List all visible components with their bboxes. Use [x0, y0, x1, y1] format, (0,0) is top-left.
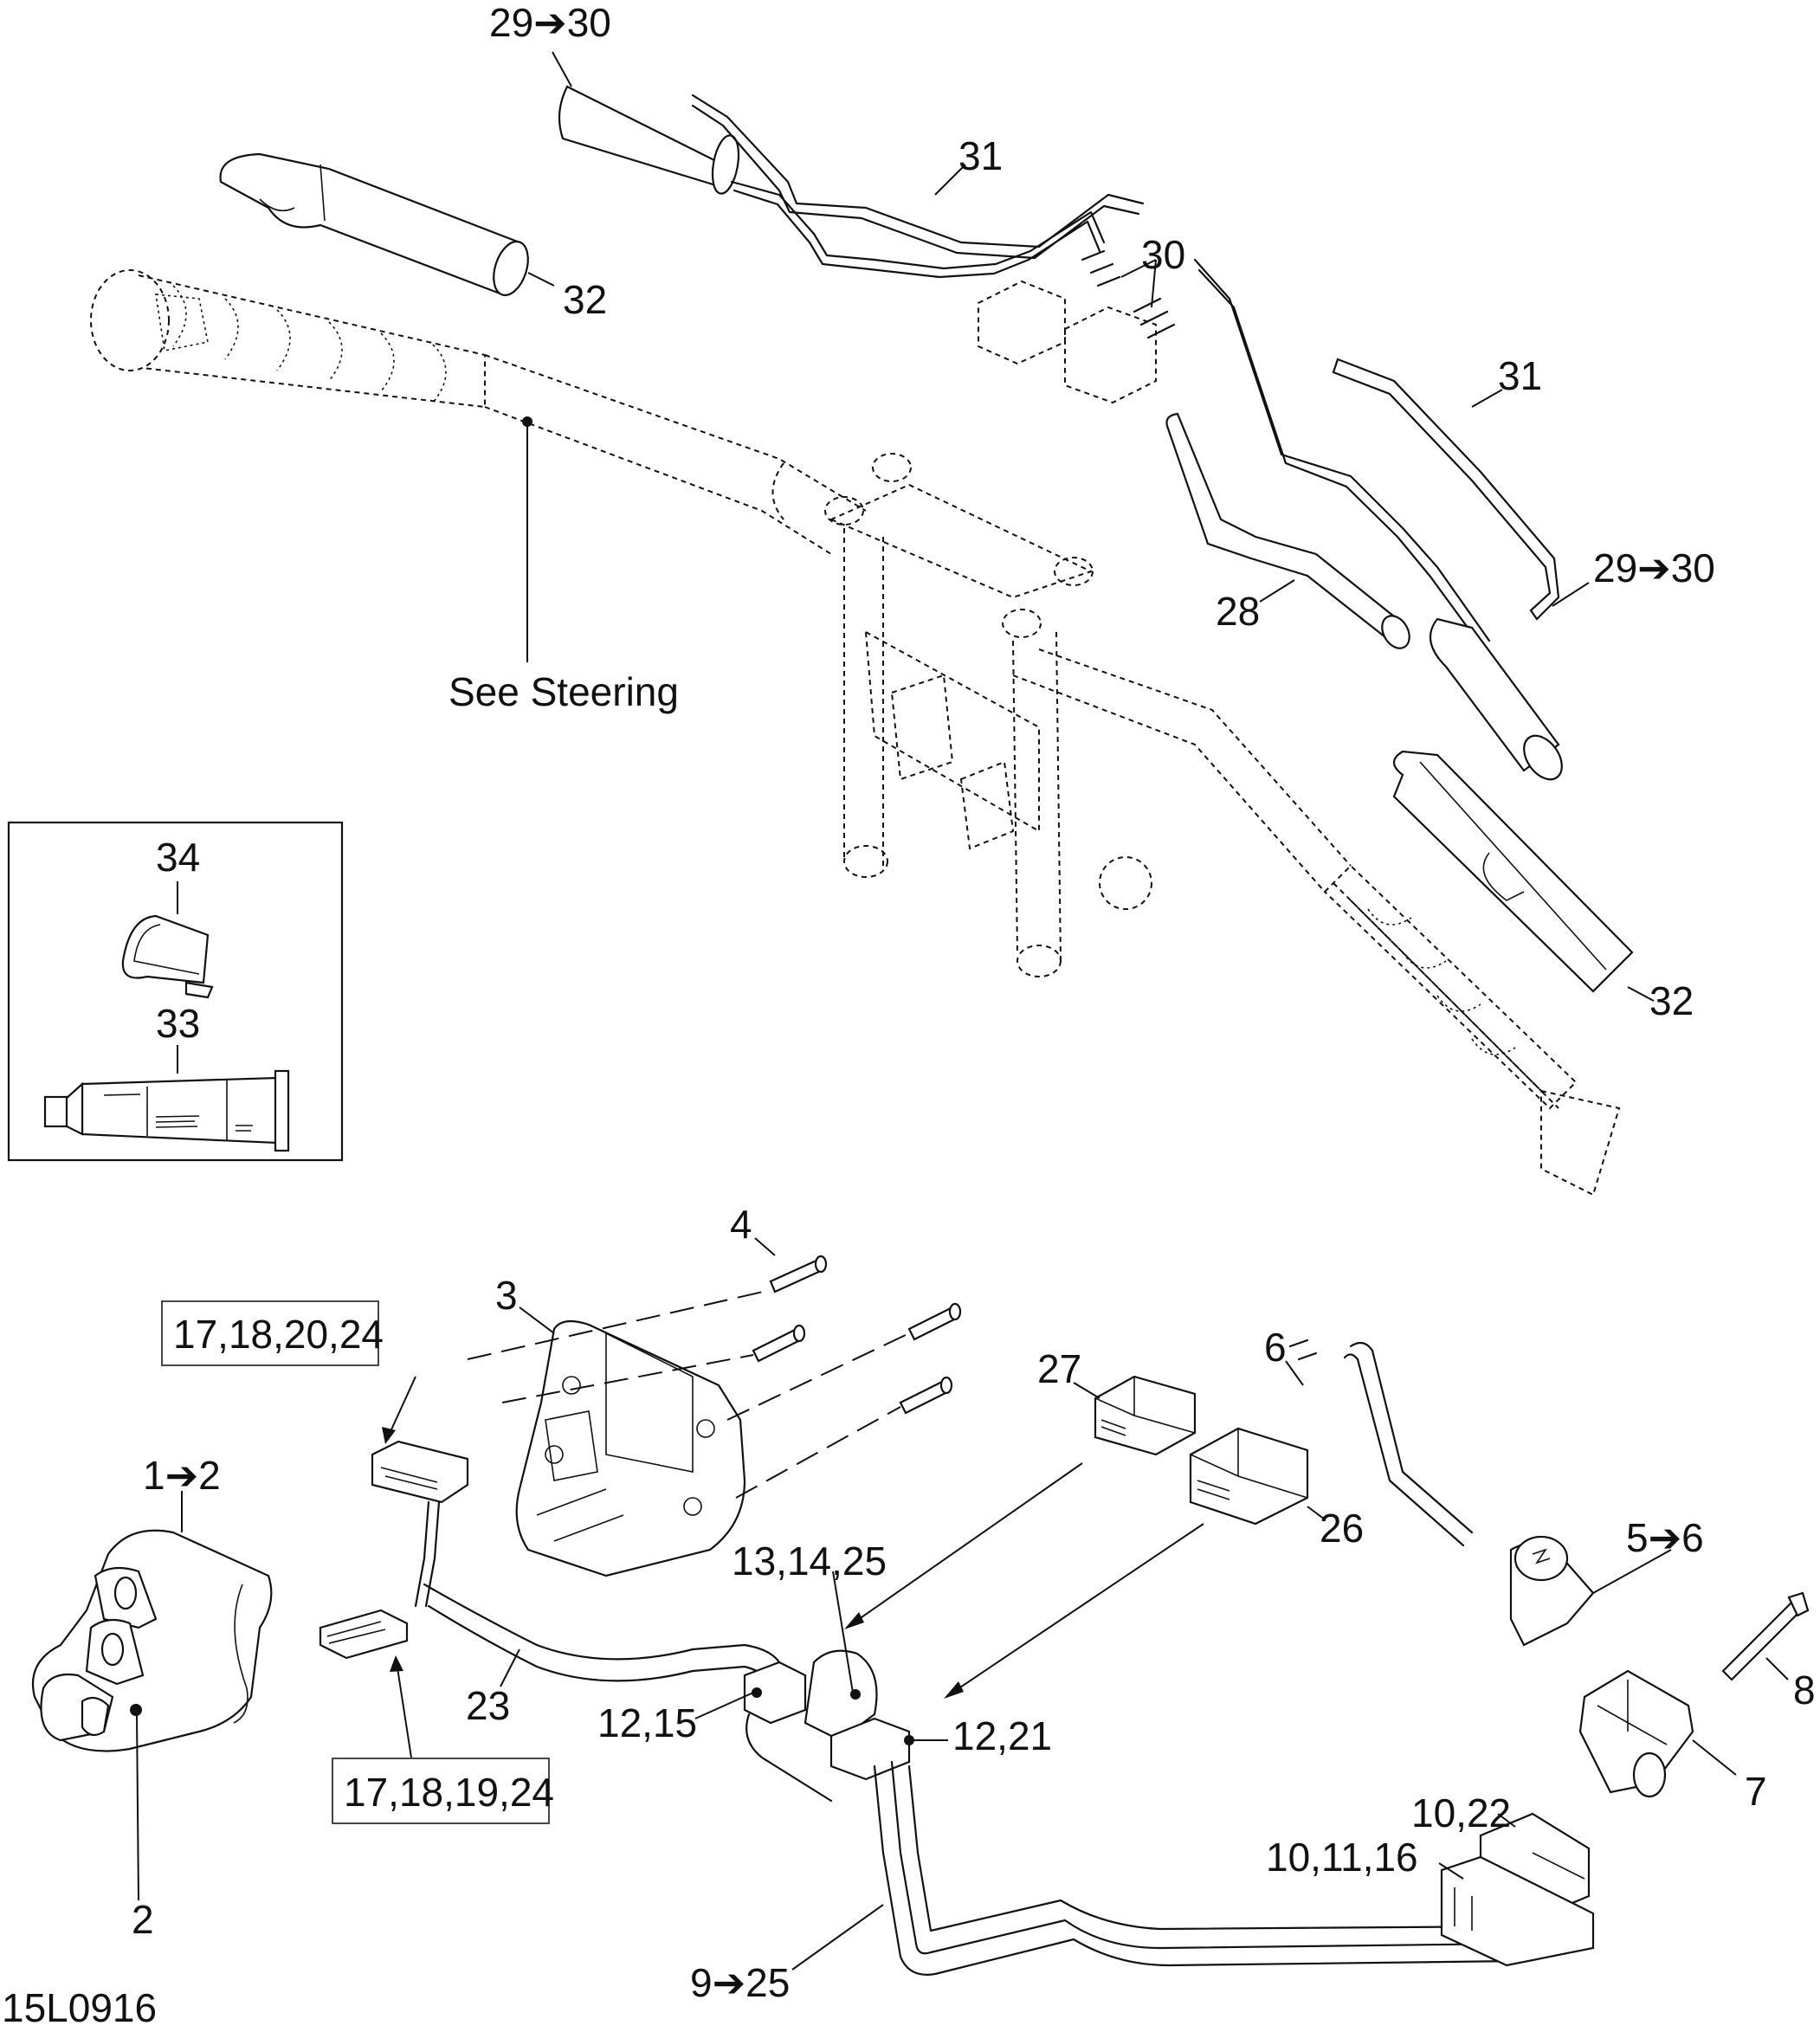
handlebar-tube [484, 354, 1352, 893]
terminals-30 [978, 249, 1176, 404]
right-grip [1323, 864, 1621, 1197]
callout-1-2: 1➔2 [143, 1453, 221, 1498]
callout-5-6: 5➔6 [1626, 1515, 1704, 1560]
callout-9-25: 9➔25 [690, 1960, 790, 2005]
callout-29-30-right: 29➔30 [1593, 545, 1715, 590]
handlebar-assembly [90, 269, 1621, 1197]
callout-17-18-20-24: 17,18,20,24 [173, 1312, 384, 1357]
callout-30: 30 [1141, 232, 1185, 277]
callout-12-15: 12,15 [597, 1700, 697, 1745]
callout-7: 7 [1745, 1769, 1767, 1814]
callout-26: 26 [1320, 1506, 1364, 1551]
callout-box-17-18-20-24 [161, 1300, 379, 1366]
callout-31-top: 31 [958, 133, 1003, 178]
left-grip [90, 269, 486, 409]
connector-26 [1189, 1427, 1309, 1526]
callout-33: 33 [156, 1001, 200, 1046]
callout-29-30-top: 29➔30 [489, 0, 611, 45]
callout-34: 34 [156, 835, 200, 880]
screws-4 [467, 1255, 962, 1499]
callout-box-17-18-19-24 [332, 1758, 550, 1824]
pin-8 [1721, 1591, 1810, 1681]
key-switch-5-6 [1288, 1339, 1595, 1647]
callout-12-21: 12,21 [952, 1713, 1052, 1758]
connector-27 [1094, 1375, 1197, 1456]
heating-element-top [558, 85, 1145, 279]
inset-accessories-box [7, 821, 344, 1162]
callout-6: 6 [1264, 1325, 1287, 1370]
callout-31-right: 31 [1498, 353, 1542, 398]
adhesive-tube-33 [43, 1069, 290, 1152]
callout-28: 28 [1216, 589, 1260, 634]
switch-assembly-1-2 [31, 1529, 273, 1752]
handlebar-riser [824, 453, 1152, 977]
wiring-harness-9-25 [873, 1760, 1517, 1976]
connector-10-11-16 [1440, 1855, 1595, 1967]
pointer-arrows [382, 1376, 1204, 1758]
callout-2: 2 [132, 1897, 154, 1942]
switch-housing-3 [515, 1319, 746, 1577]
callout-32-top: 32 [563, 277, 607, 322]
connector-cluster [743, 1649, 914, 1803]
drawing-number: 15L0916 [2, 1985, 157, 2030]
callout-3: 3 [495, 1273, 518, 1318]
connector-17-18-19-24 [319, 1609, 409, 1660]
grip-tube-32-right [1392, 750, 1634, 993]
callout-10-11-16: 10,11,16 [1266, 1835, 1418, 1880]
lock-7 [1578, 1669, 1694, 1798]
callout-27: 27 [1037, 1346, 1081, 1391]
callout-13-14-25: 13,14,25 [732, 1539, 887, 1584]
callout-32-right: 32 [1649, 978, 1694, 1023]
clip-34 [121, 914, 214, 999]
callout-8: 8 [1793, 1668, 1816, 1713]
leader-lines [136, 51, 1789, 1971]
grip-tube-32-left [219, 152, 529, 297]
callout-17-18-19-24: 17,18,19,24 [344, 1770, 554, 1815]
connector-17-18-20-24 [371, 1440, 469, 1504]
callout-4: 4 [730, 1202, 752, 1247]
see-steering-note: See Steering [449, 669, 679, 714]
callout-10-22: 10,22 [1411, 1790, 1511, 1835]
callout-23: 23 [466, 1683, 510, 1728]
harness-23 [414, 1500, 781, 1686]
right-heating-parts [1165, 258, 1563, 781]
